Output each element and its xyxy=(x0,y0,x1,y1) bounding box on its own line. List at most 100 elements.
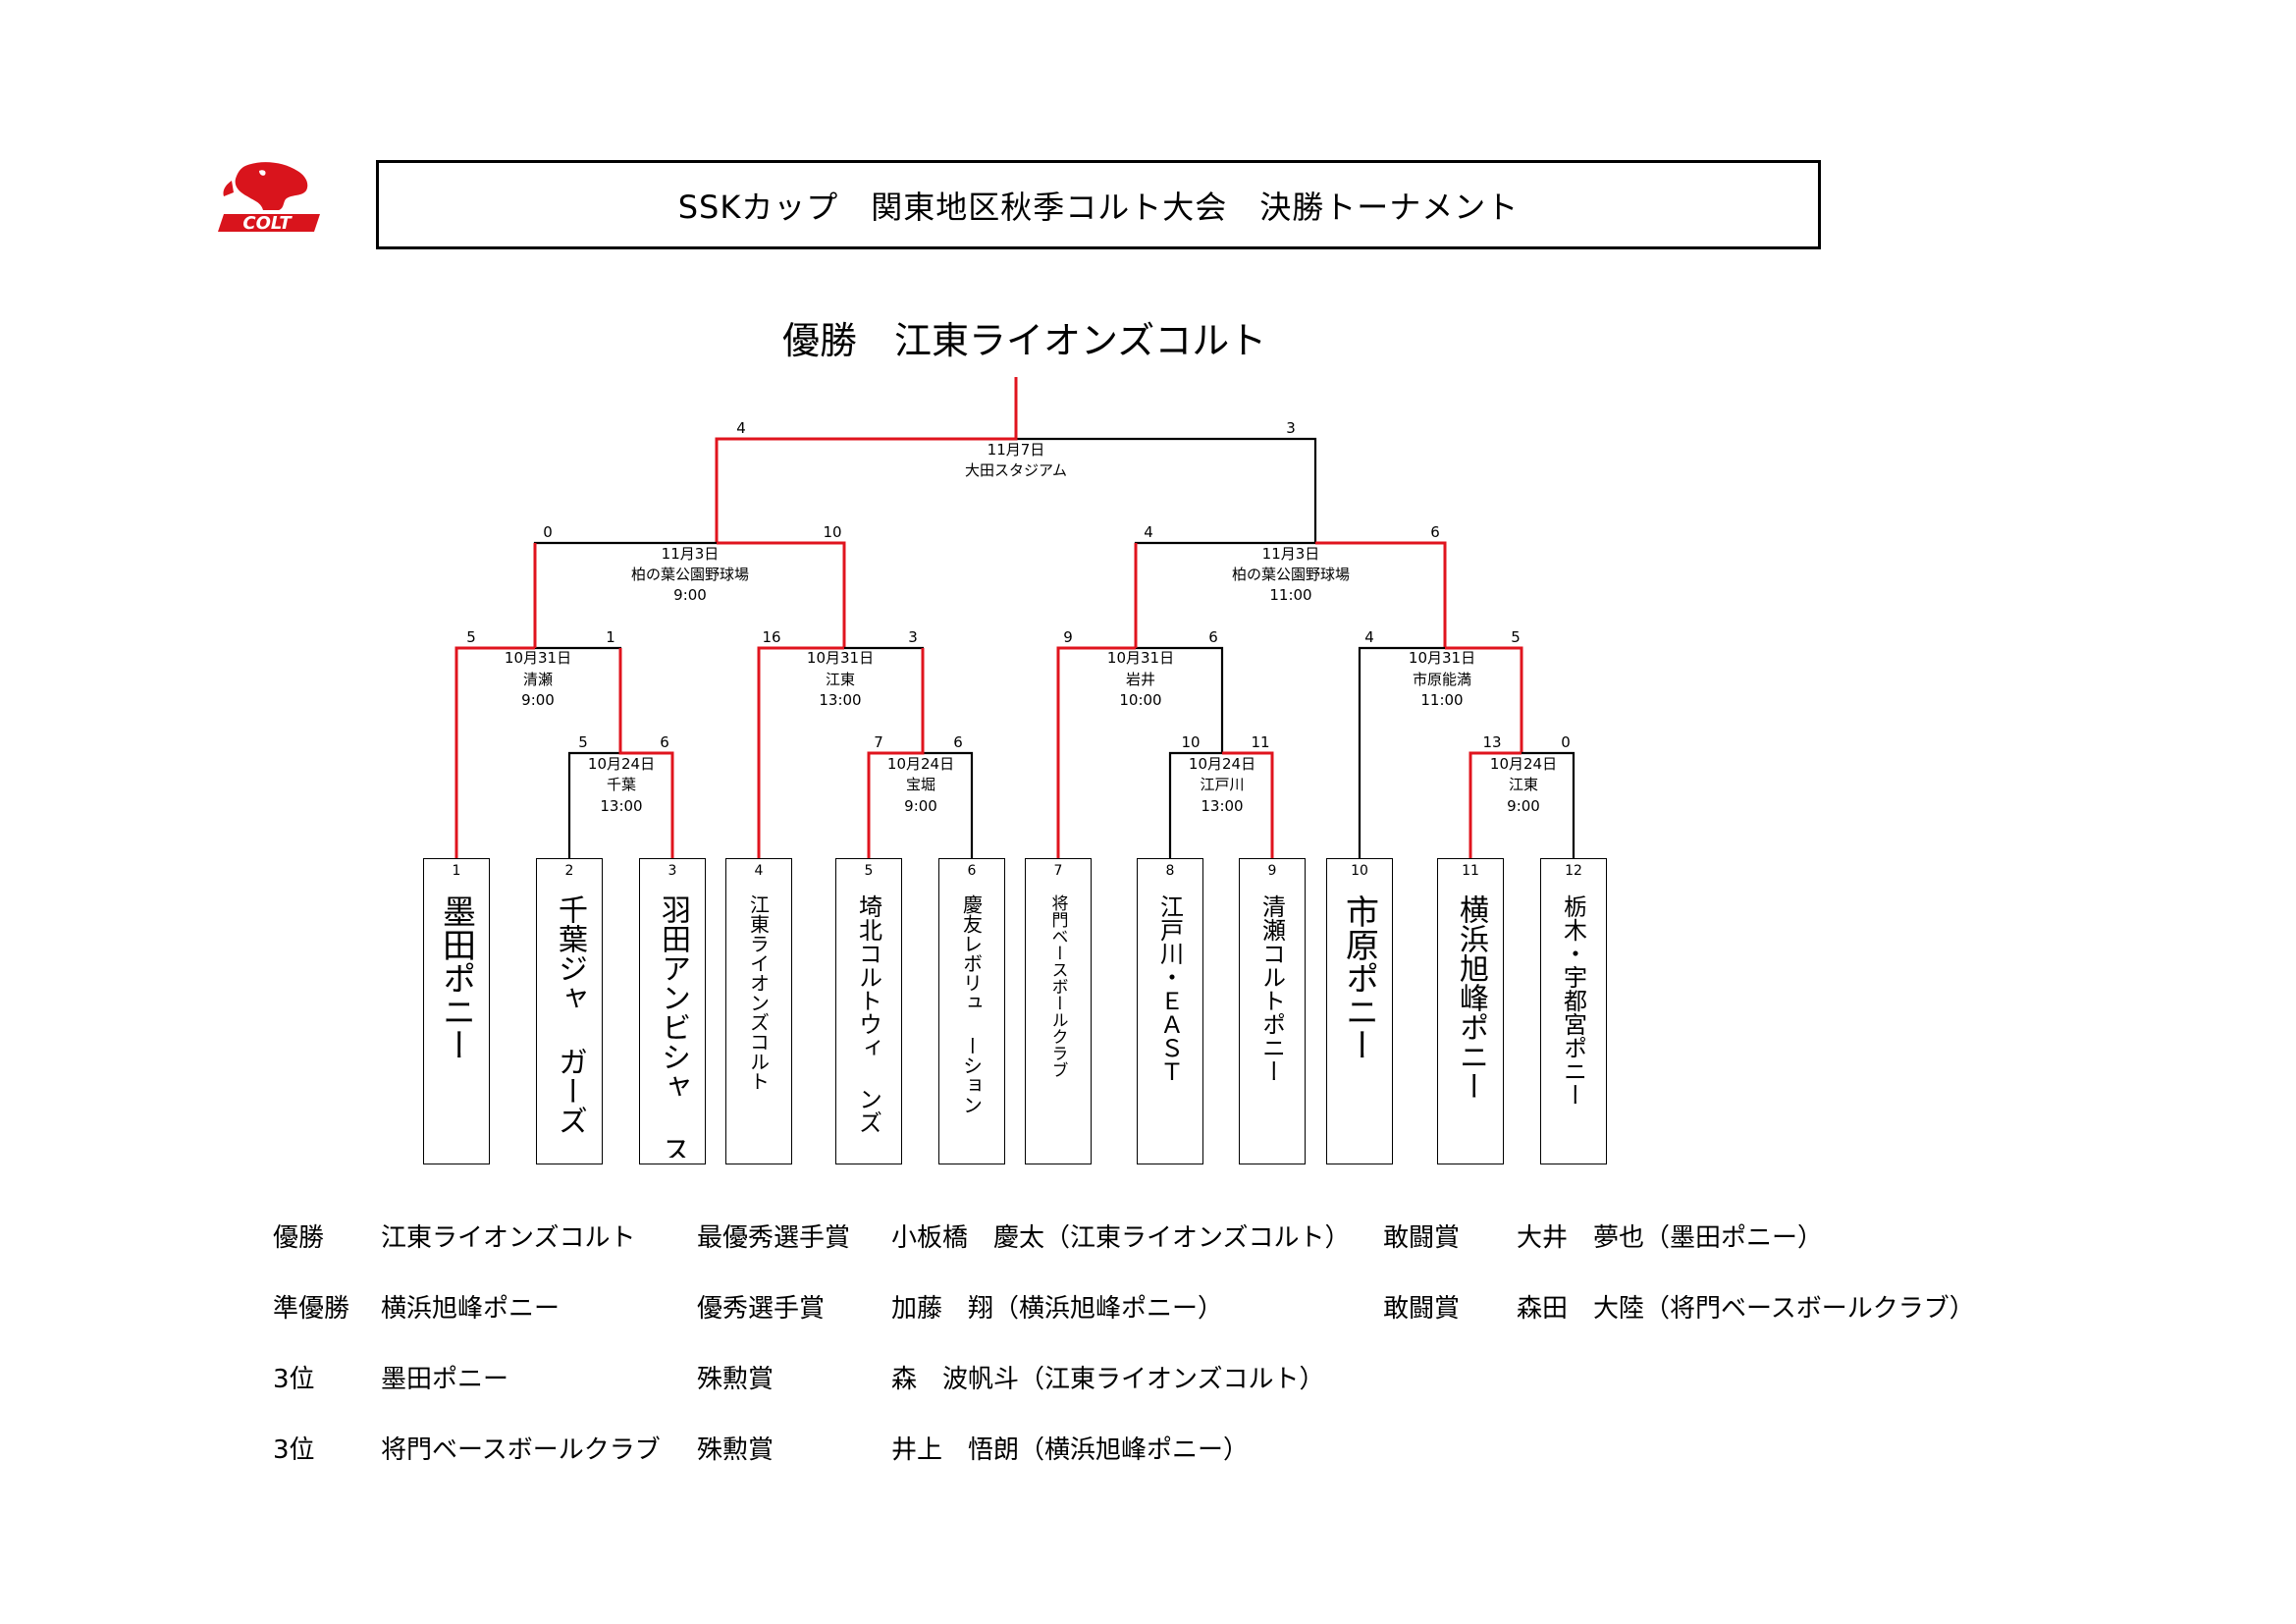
result-team: 将門ベースボールクラブ xyxy=(381,1435,661,1465)
r1-c-winner-path xyxy=(1222,751,1274,858)
r2-a-date: 10月31日 xyxy=(505,649,571,667)
result-place: 準優勝 xyxy=(273,1294,350,1324)
team-seed: 10 xyxy=(1351,863,1368,879)
team-box-11: 11 横浜旭峰ポニー xyxy=(1437,858,1504,1164)
title-box: SSKカップ 関東地区秋季コルト大会 決勝トーナメント xyxy=(376,160,1821,249)
final-venue: 大田スタジアム xyxy=(965,461,1067,479)
result-player2: 大井 夢也（墨田ポニー） xyxy=(1517,1223,1824,1253)
team-name: 栃木・宇都宮ポニー xyxy=(1559,894,1587,1107)
team-name: 将門ベースボールクラブ xyxy=(1047,894,1068,1078)
r1-a-date: 10月24日 xyxy=(588,755,655,773)
team-box-9: 9 清瀬コルトポニー xyxy=(1239,858,1306,1164)
final-winner-path xyxy=(715,377,1018,543)
r1-a-score-right: 6 xyxy=(660,733,669,751)
result-team: 横浜旭峰ポニー xyxy=(381,1294,561,1324)
team-box-1: 1 墨田ポニー xyxy=(423,858,490,1164)
sf-a-score-right: 10 xyxy=(823,523,841,541)
r2-d-score-left: 4 xyxy=(1364,628,1374,646)
final-score-left: 4 xyxy=(736,419,746,437)
r1-c-score-right: 11 xyxy=(1251,733,1269,751)
team-name: 埼北コルトウィ ンズ xyxy=(854,894,882,1134)
r1-b-venue: 宝堀 xyxy=(906,776,935,793)
r2-c-score-right: 6 xyxy=(1208,628,1218,646)
result-place: 3位 xyxy=(273,1365,315,1394)
result-place: 3位 xyxy=(273,1435,315,1465)
r1-b-winner-path xyxy=(867,648,925,858)
sf-a-venue: 柏の葉公園野球場 xyxy=(631,566,749,583)
team-box-7: 7 将門ベースボールクラブ xyxy=(1025,858,1092,1164)
logo-text: COLT xyxy=(242,213,293,234)
team-box-5: 5 埼北コルトウィ ンズ xyxy=(835,858,902,1164)
r2-c-score-left: 9 xyxy=(1063,628,1073,646)
team-name: 清瀬コルトポニー xyxy=(1257,894,1286,1083)
r1-b-date: 10月24日 xyxy=(887,755,954,773)
sf-b-winner-path xyxy=(1315,541,1447,648)
r2-a-score-left: 5 xyxy=(466,628,476,646)
r2-b-winner-path xyxy=(757,646,844,858)
final-score-right: 3 xyxy=(1286,419,1296,437)
horse-head-icon xyxy=(235,162,308,210)
result-award2: 敢闘賞 xyxy=(1383,1223,1461,1253)
result-place: 優勝 xyxy=(273,1223,325,1253)
r2-d-score-right: 5 xyxy=(1511,628,1521,646)
r2-d-time: 11:00 xyxy=(1420,691,1463,709)
r2-a-winner-path xyxy=(454,543,537,858)
r1-a-time: 13:00 xyxy=(600,797,642,815)
result-award: 殊勲賞 xyxy=(697,1365,774,1394)
colt-logo: COLT xyxy=(218,162,320,234)
team-name: 墨田ポニー xyxy=(436,894,476,1061)
team-name: 江東ライオンズコルト xyxy=(746,894,771,1091)
team-name: 羽田アンビシャ ス xyxy=(656,894,690,1158)
r1-d-score-right: 0 xyxy=(1561,733,1571,751)
r1-c-score-left: 10 xyxy=(1181,733,1200,751)
r2-b-venue: 江東 xyxy=(826,671,855,688)
r1-c-venue: 江戸川 xyxy=(1200,776,1244,793)
result-player: 森 波帆斗（江東ライオンズコルト） xyxy=(891,1365,1325,1394)
team-box-2: 2 千葉ジャ ガーズ xyxy=(536,858,603,1164)
team-seed: 4 xyxy=(754,863,764,879)
sf-a-time: 9:00 xyxy=(673,586,707,604)
r1-a-winner-path xyxy=(618,648,674,858)
sf-a-date: 11月3日 xyxy=(662,545,720,563)
r1-a-score-left: 5 xyxy=(578,733,588,751)
team-seed: 3 xyxy=(667,863,677,879)
r2-c-winner-path xyxy=(1056,543,1138,858)
team-seed: 9 xyxy=(1267,863,1277,879)
r1-c-date: 10月24日 xyxy=(1189,755,1255,773)
team-box-4: 4 江東ライオンズコルト xyxy=(725,858,792,1164)
team-seed: 2 xyxy=(564,863,574,879)
team-name: 慶友レボリュ ーション xyxy=(959,894,984,1114)
team-seed: 7 xyxy=(1053,863,1063,879)
r2-a-time: 9:00 xyxy=(521,691,555,709)
result-player2: 森田 大陸（将門ベースボールクラブ） xyxy=(1517,1294,1975,1324)
result-award: 殊勲賞 xyxy=(697,1435,774,1465)
sf-b-score-left: 4 xyxy=(1144,523,1153,541)
team-seed: 5 xyxy=(864,863,874,879)
team-box-12: 12 栃木・宇都宮ポニー xyxy=(1540,858,1607,1164)
sf-b-time: 11:00 xyxy=(1269,586,1311,604)
result-team: 江東ライオンズコルト xyxy=(381,1223,636,1253)
r2-b-score-right: 3 xyxy=(908,628,918,646)
team-seed: 6 xyxy=(967,863,977,879)
r1-a-venue: 千葉 xyxy=(607,776,636,793)
team-box-8: 8 江戸川・ＥＡＳＴ xyxy=(1137,858,1203,1164)
team-name: 横浜旭峰ポニー xyxy=(1454,894,1488,1101)
r1-b-score-right: 6 xyxy=(953,733,963,751)
r2-d-venue: 市原能満 xyxy=(1413,671,1471,688)
result-player: 加藤 翔（横浜旭峰ポニー） xyxy=(891,1294,1224,1324)
r1-d-winner-path xyxy=(1468,751,1522,858)
r1-b-time: 9:00 xyxy=(904,797,937,815)
team-seed: 12 xyxy=(1565,863,1582,879)
r1-c-time: 13:00 xyxy=(1201,797,1243,815)
r2-b-date: 10月31日 xyxy=(807,649,874,667)
sf-b-date: 11月3日 xyxy=(1262,545,1320,563)
final-date: 11月7日 xyxy=(988,441,1045,459)
r1-d-venue: 江東 xyxy=(1509,776,1538,793)
team-name: 江戸川・ＥＡＳＴ xyxy=(1155,894,1184,1083)
result-player: 井上 悟朗（横浜旭峰ポニー） xyxy=(891,1435,1250,1465)
r2-b-time: 13:00 xyxy=(819,691,861,709)
r2-d-winner-path xyxy=(1445,646,1523,753)
team-name: 千葉ジャ ガーズ xyxy=(553,894,587,1135)
sf-a-winner-path xyxy=(717,541,846,648)
team-seed: 11 xyxy=(1462,863,1479,879)
